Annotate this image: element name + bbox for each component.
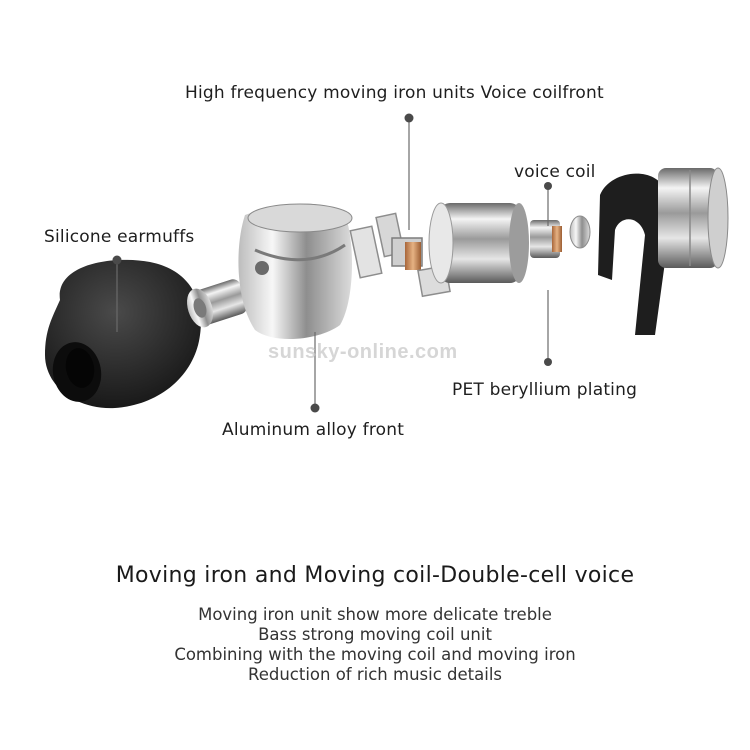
label-aluminum-front: Aluminum alloy front	[222, 420, 405, 440]
leader-pet-beryllium	[544, 290, 552, 366]
description: Moving iron unit show more delicate treb…	[0, 605, 750, 685]
label-silicone-earmuffs: Silicone earmuffs	[44, 227, 195, 247]
rear-shell-hook	[598, 173, 668, 335]
description-line: Moving iron unit show more delicate treb…	[198, 605, 552, 624]
rear-cylinder	[658, 167, 729, 269]
nozzle	[187, 279, 248, 328]
leader-voice-coil	[544, 182, 552, 226]
leader-high-frequency	[404, 113, 414, 230]
description-line: Reduction of rich music details	[247, 665, 503, 684]
description-line: Bass strong moving coil unit	[258, 625, 492, 644]
headline: Moving iron and Moving coil-Double-cell …	[115, 563, 635, 588]
leader-aluminum-front	[310, 332, 320, 413]
leader-silicone-earmuffs	[112, 255, 122, 332]
moving-coil-cylinder	[428, 202, 529, 284]
aluminum-alloy-front-housing	[238, 203, 353, 340]
exploded-earphone-diagram	[45, 113, 729, 413]
watermark: sunsky-online.com	[268, 341, 458, 363]
silicone-eartip	[45, 259, 201, 409]
label-pet-beryllium: PET beryllium plating	[452, 380, 638, 400]
label-high-frequency: High frequency moving iron units Voice c…	[185, 83, 604, 103]
voice-coil-diaphragm	[530, 215, 591, 258]
label-voice-coil: voice coil	[514, 162, 596, 182]
description-line: Combining with the moving coil and movin…	[174, 645, 576, 664]
